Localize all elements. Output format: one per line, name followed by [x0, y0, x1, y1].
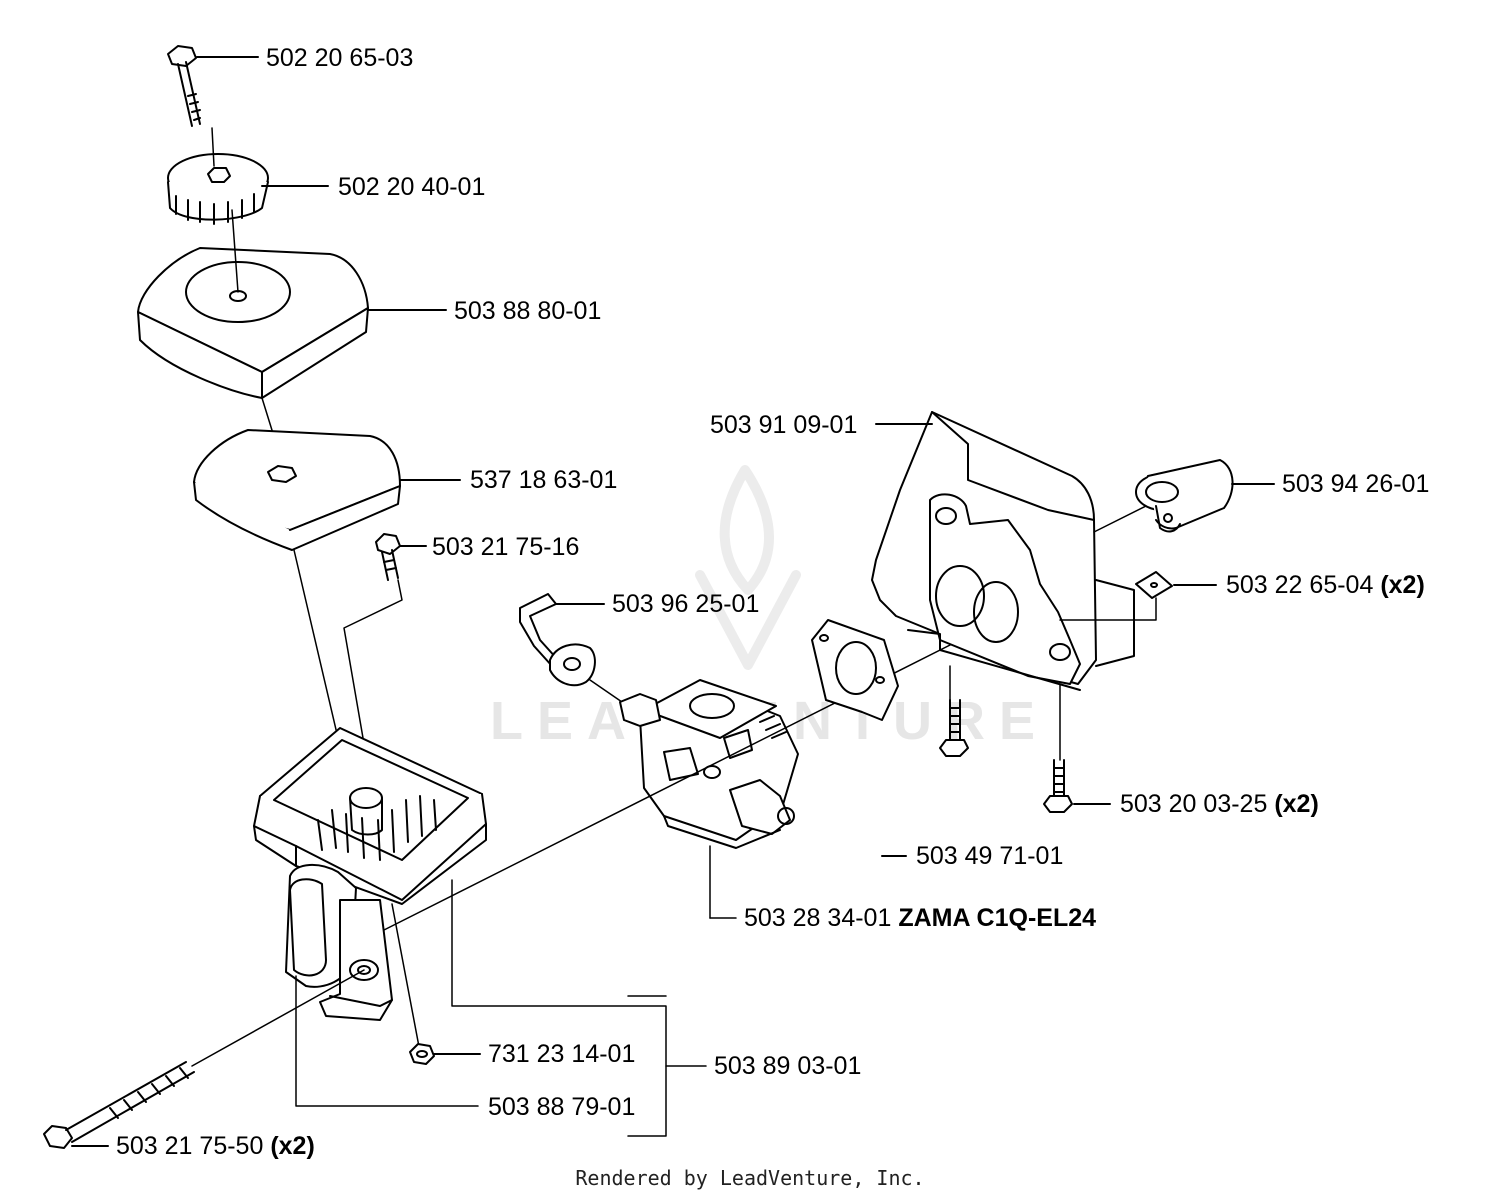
screw-left-part-icon: [939, 665, 969, 757]
label-503-21-75-16: 503 21 75-16: [432, 533, 580, 561]
air-filter-part-icon: [193, 429, 401, 551]
label-503-20-03-25: 503 20 03-25 (x2): [1120, 790, 1319, 818]
quantity: (x2): [1274, 790, 1319, 818]
label-503-96-25-01: 503 96 25-01: [612, 590, 760, 618]
knob-part-icon: [167, 153, 269, 225]
gasket-part-icon: [811, 619, 899, 721]
filter-cover-part-icon: [137, 247, 369, 399]
screw-part-icon: [375, 533, 401, 581]
intake-housing-part-icon: [871, 411, 1135, 691]
washer-part-icon: [1135, 571, 1173, 599]
part-number: 503 22 65-04: [1226, 571, 1374, 599]
label-503-21-75-50: 503 21 75-50 (x2): [116, 1132, 315, 1160]
carburetor-part-icon: [619, 679, 799, 849]
bolt-part-icon: [167, 45, 201, 127]
watermark-logo-icon: [695, 465, 801, 670]
label-502-20-65-03: 502 20 65-03: [266, 44, 414, 72]
label-537-18-63-01: 537 18 63-01: [470, 466, 618, 494]
choke-handle-part-icon: [285, 864, 393, 1021]
part-number: 503 20 03-25: [1120, 790, 1268, 818]
label-503-49-71-01: 503 49 71-01: [916, 842, 1064, 870]
label-502-20-40-01: 502 20 40-01: [338, 173, 486, 201]
label-731-23-14-01: 731 23 14-01: [488, 1040, 636, 1068]
label-503-94-26-01: 503 94 26-01: [1282, 470, 1430, 498]
quantity: (x2): [1380, 571, 1425, 599]
bushing-part-icon: [1135, 459, 1234, 533]
label-503-88-80-01: 503 88 80-01: [454, 297, 602, 325]
part-note: ZAMA C1Q-EL24: [898, 904, 1097, 932]
part-number: 503 21 75-50: [116, 1132, 264, 1160]
throttle-rod-part-icon: [519, 593, 596, 687]
air-box-part-icon: [253, 727, 487, 905]
quantity: (x2): [270, 1132, 315, 1160]
label-503-28-34-01: 503 28 34-01 ZAMA C1Q-EL24: [744, 904, 1096, 932]
label-503-22-65-04: 503 22 65-04 (x2): [1226, 571, 1425, 599]
nut-part-icon: [409, 1043, 435, 1065]
long-bolt-part-icon: [43, 1061, 195, 1149]
part-number: 503 28 34-01: [744, 904, 892, 932]
label-503-91-09-01: 503 91 09-01: [710, 411, 858, 439]
label-503-88-79-01: 503 88 79-01: [488, 1093, 636, 1121]
screw-right-part-icon: [1043, 683, 1073, 813]
footer-credit: Rendered by LeadVenture, Inc.: [575, 1166, 925, 1190]
label-503-89-03-01: 503 89 03-01: [714, 1052, 862, 1080]
